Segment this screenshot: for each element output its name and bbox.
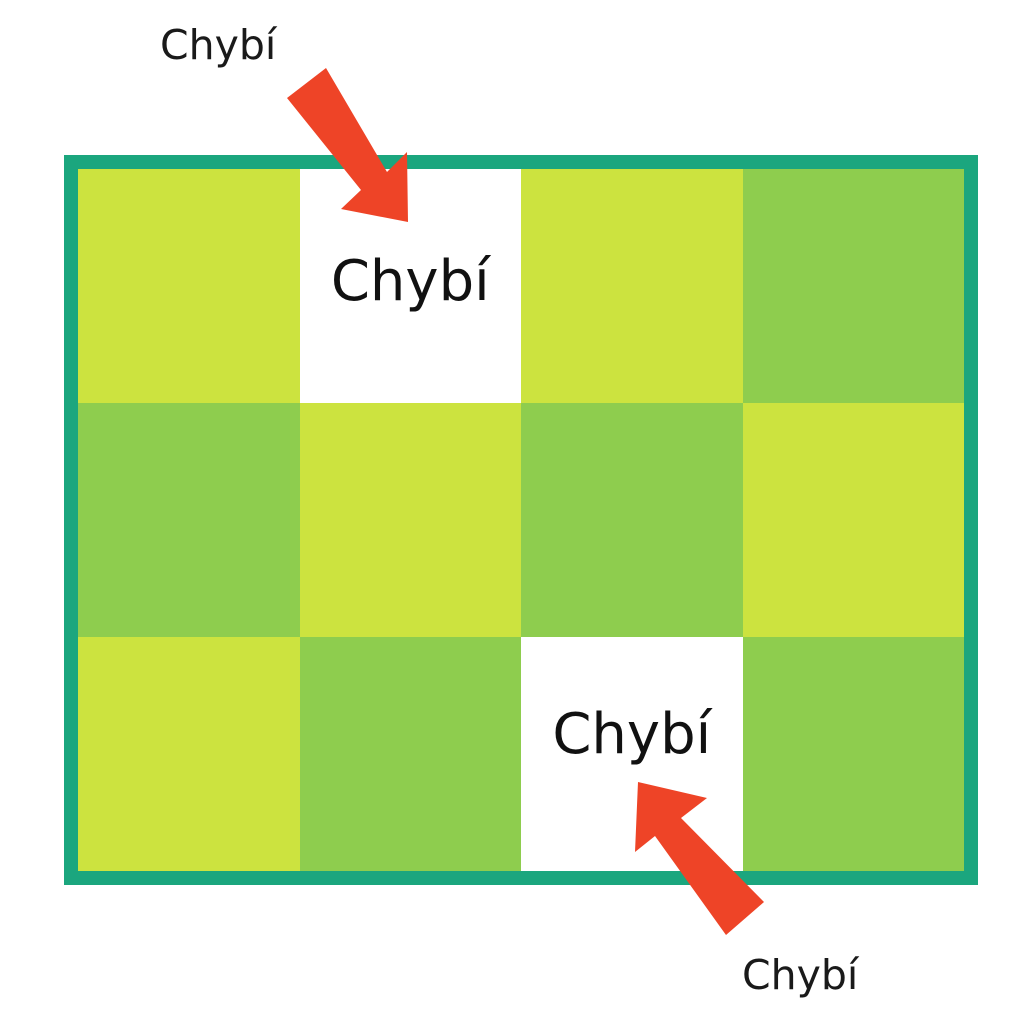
missing-tile-label: Chybí <box>552 702 712 767</box>
tile-r2-c1 <box>78 403 300 637</box>
tile-r1-c3 <box>521 169 743 403</box>
tile-r2-c2 <box>299 403 521 637</box>
tile-r3-c2 <box>299 637 521 871</box>
missing-tile-label: Chybí <box>330 249 490 314</box>
tile-grid: Chybí Chybí <box>78 169 964 871</box>
callout-label-top: Chybí <box>160 21 277 69</box>
missing-tile-r3-c3: Chybí <box>521 637 743 871</box>
grid-frame: Chybí Chybí <box>64 155 978 885</box>
tile-r3-c4 <box>742 637 964 871</box>
missing-tile-r1-c2: Chybí <box>299 169 521 403</box>
tile-r2-c4 <box>742 403 964 637</box>
callout-label-bottom: Chybí <box>742 951 859 999</box>
tile-r1-c4 <box>742 169 964 403</box>
tile-r3-c1 <box>78 637 300 871</box>
tile-r1-c1 <box>78 169 300 403</box>
tile-r2-c3 <box>521 403 743 637</box>
